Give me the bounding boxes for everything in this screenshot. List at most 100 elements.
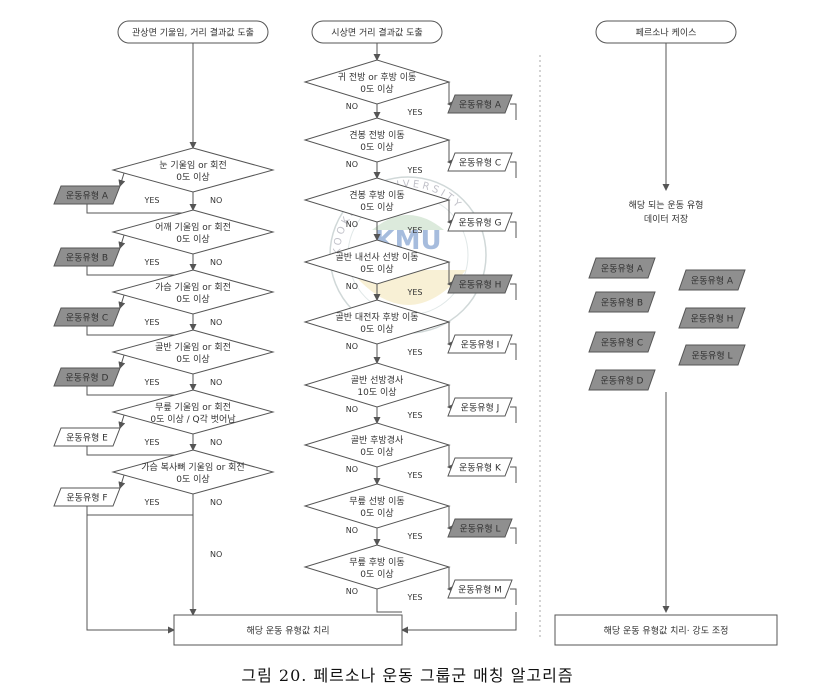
middle-decision-2-line1: 견봉 전방 이동 [349,129,404,141]
connector [510,283,517,300]
middle-output-1-label: 운동유형 A [459,100,502,111]
middle-output-6 [447,397,513,417]
middle-output-3-label: 운동유형 G [459,218,502,229]
right-start-terminal [595,20,737,44]
middle-decision-6-line2: 10도 이상 [357,387,396,398]
no-label: NO [346,587,358,596]
yes-label: YES [406,166,422,175]
middle-output-5 [447,334,513,354]
no-label: NO [210,498,222,507]
middle-output-2 [447,152,513,172]
middle-decision-4-line1: 골반 내선사 선방 이동 [335,252,418,263]
left-output-1 [53,185,121,205]
middle-output-3 [447,212,513,232]
connector [510,103,517,120]
no-label: NO [210,318,222,327]
middle-output-5-label: 운동유형 I [461,340,500,351]
yes-label: YES [143,498,159,507]
middle-output-1 [447,94,513,114]
right-type-left-1 [588,257,656,279]
no-label: NO [346,342,358,351]
left-decision-4-line2: 0도 이상 [176,354,209,365]
yes-label: YES [143,318,159,327]
left-output-4 [53,367,121,387]
no-label: NO [346,220,358,229]
middle-decision-5-line2: 0도 이상 [360,324,393,335]
yes-label: YES [406,532,422,541]
left-decision-3 [111,269,275,315]
yes-label: YES [406,108,422,117]
connector [447,82,454,108]
connector [510,406,517,423]
connector [447,322,454,348]
middle-decision-6-line1: 골반 선방경사 [351,374,404,386]
connector [510,527,517,544]
middle-output-8-label: 운동유형 L [460,524,501,535]
left-output-4-label: 운동유형 D [66,373,109,384]
right-type-left-1-label: 운동유형 A [601,264,644,275]
middle-output-9 [447,579,513,599]
right-start-terminal-label: 페르소나 케이스 [636,28,697,39]
right-type-left-3 [588,331,656,353]
no-label-final: NO [210,550,222,559]
middle-decision-5 [303,299,451,345]
connector [447,567,454,593]
left-decision-1 [111,147,275,193]
right-type-left-2 [588,291,656,313]
left-decision-6-line2: 0도 이상 [176,474,209,485]
connector [86,506,175,634]
right-type-right-2 [678,307,746,329]
middle-decision-3-line2: 0도 이상 [360,202,393,213]
left-output-6-label: 운동유형 F [66,493,107,504]
no-label: NO [210,438,222,447]
middle-decision-8-line2: 0도 이상 [360,508,393,519]
connector [447,445,454,471]
left-output-2 [53,247,121,267]
right-type-left-4-label: 운동유형 D [601,376,644,387]
right-type-right-1 [678,269,746,291]
middle-decision-6 [303,362,451,408]
middle-decision-1 [303,59,451,105]
middle-decision-7-line2: 0도 이상 [360,447,393,458]
middle-decision-1-line1: 귀 전방 or 후방 이동 [338,72,417,83]
connector [447,385,454,411]
right-end-box-label: 해당 운동 유형값 치리· 강도 조정 [604,625,729,637]
left-output-5-label: 운동유형 E [66,433,108,444]
middle-decision-8-line1: 무릎 선방 이동 [349,496,404,507]
left-decision-5-line2: 0도 이상 / Q각 벗어남 [150,413,235,425]
middle-decision-4-line2: 0도 이상 [360,264,393,275]
middle-decision-7-line1: 골반 후방경사 [351,434,404,446]
middle-decision-5-line1: 골반 대전자 후방 이동 [335,312,418,323]
right-type-right-2-label: 운동유형 H [691,314,734,325]
middle-output-6-label: 운동유형 J [461,403,500,414]
yes-label: YES [406,471,422,480]
left-output-6 [53,487,121,507]
end-box-label: 해당 운동 유형값 치리 [246,625,329,637]
yes-label: YES [406,411,422,420]
yes-label: YES [406,348,422,357]
middle-start-terminal-label: 시상면 거리 결과값 도출 [331,27,422,39]
right-type-left-3-label: 운동유형 C [601,338,643,349]
middle-decision-7 [303,422,451,468]
middle-decision-2 [303,117,451,163]
middle-decision-9 [303,544,451,590]
left-output-1-label: 운동유형 A [66,191,109,202]
left-decision-3-line1: 가슴 기울임 or 회전 [155,281,231,293]
no-label: NO [210,196,222,205]
left-output-3 [53,307,121,327]
yes-label: YES [406,226,422,235]
left-decision-6-line1: 가슴 복사뼈 기울임 or 회전 [141,461,244,473]
left-decision-2-line1: 어깨 기울임 or 회전 [155,221,231,233]
left-output-5 [53,427,121,447]
left-decision-2 [111,209,275,255]
left-output-3-label: 운동유형 C [66,313,108,324]
no-label: NO [346,282,358,291]
right-type-left-2-label: 운동유형 B [601,298,643,309]
middle-decision-4 [303,239,451,285]
connector [447,262,454,288]
connector [447,506,454,532]
store-line1: 해당 되는 운동 유형 [629,200,704,211]
no-label: NO [346,160,358,169]
middle-decision-2-line2: 0도 이상 [360,142,393,153]
